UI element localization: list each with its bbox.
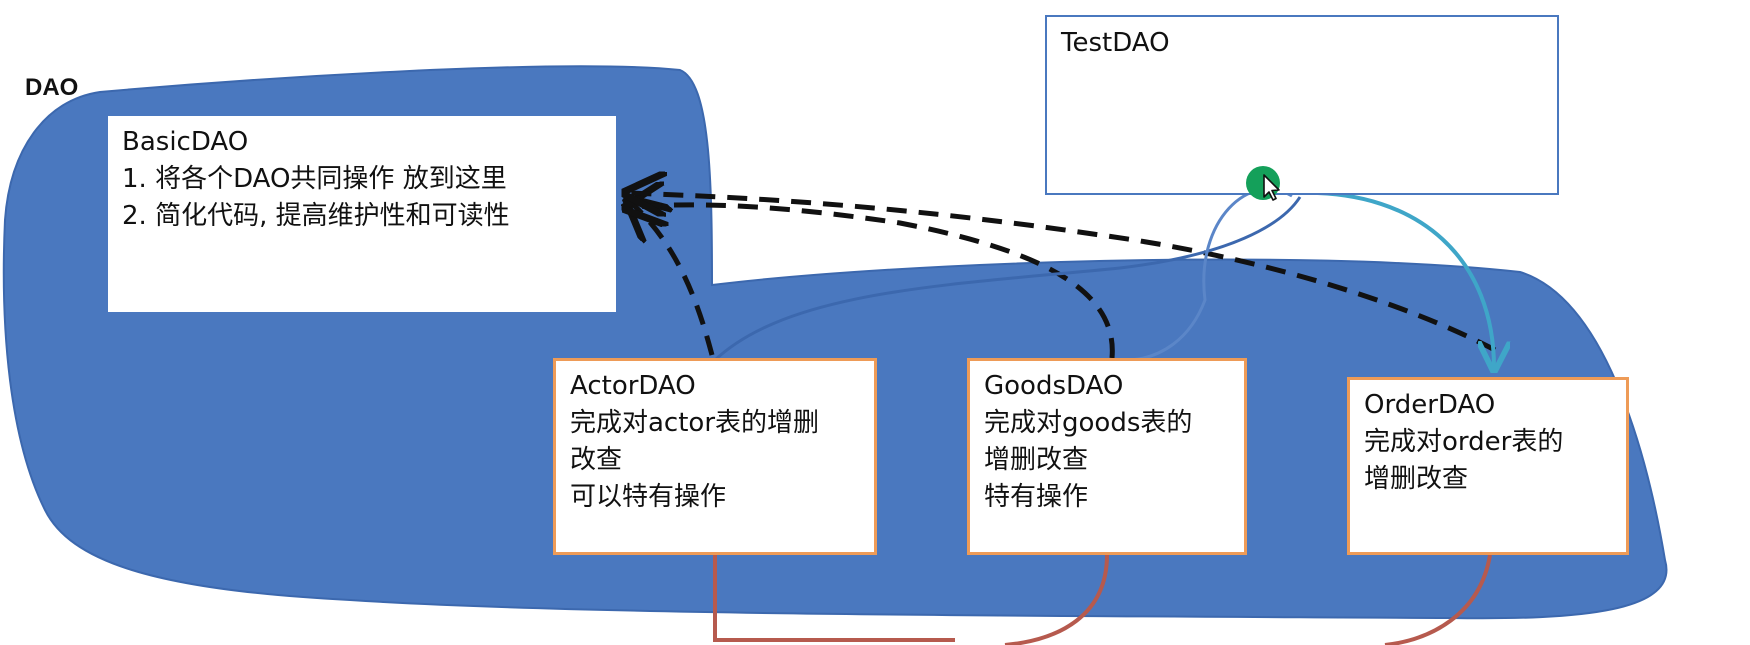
goodsdao-line-2: 增删改查 (984, 445, 1089, 475)
connector-goodsdao-bottom (1004, 554, 1109, 645)
actordao-line-2: 改查 (570, 445, 623, 475)
connector-actordao-bottom (713, 555, 955, 642)
dashed-arrow-orderdao-to-basicdao (626, 193, 1497, 353)
orderdao-title: OrderDAO (1364, 390, 1496, 420)
mouse-pointer-icon (1246, 166, 1280, 201)
goodsdao-box: GoodsDAO 完成对goods表的 增删改查 特有操作 (967, 358, 1247, 555)
goodsdao-line-1: 完成对goods表的 (984, 408, 1193, 438)
orderdao-box: OrderDAO 完成对order表的 增删改查 (1347, 377, 1629, 555)
dashed-arrow-goodsdao-to-basicdao (626, 205, 1115, 359)
orderdao-line-1: 完成对order表的 (1364, 427, 1564, 457)
actordao-line-3: 可以特有操作 (570, 482, 727, 512)
basicdao-line-2: 2. 简化代码, 提高维护性和可读性 (122, 201, 510, 231)
testdao-title: TestDAO (1061, 28, 1170, 58)
connector-orderdao-bottom (1384, 554, 1492, 645)
dao-region-label: DAO (25, 74, 79, 101)
actordao-line-1: 完成对actor表的增删 (570, 408, 820, 438)
dashed-arrow-actordao-to-basicdao (628, 200, 715, 356)
basicdao-line-1: 1. 将各个DAO共同操作 放到这里 (122, 164, 507, 194)
goodsdao-title: GoodsDAO (984, 371, 1124, 401)
actordao-box: ActorDAO 完成对actor表的增删 改查 可以特有操作 (553, 358, 877, 555)
testdao-box: TestDAO (1045, 15, 1559, 195)
goodsdao-line-3: 特有操作 (984, 482, 1089, 512)
actordao-title: ActorDAO (570, 371, 696, 401)
orderdao-line-2: 增删改查 (1364, 464, 1469, 494)
connector-testdao-to-actordao (713, 196, 1302, 362)
arrow-testdao-to-orderdao (1299, 190, 1494, 370)
basicdao-title: BasicDAO (122, 127, 249, 157)
basicdao-box: BasicDAO 1. 将各个DAO共同操作 放到这里 2. 简化代码, 提高维… (108, 116, 616, 312)
